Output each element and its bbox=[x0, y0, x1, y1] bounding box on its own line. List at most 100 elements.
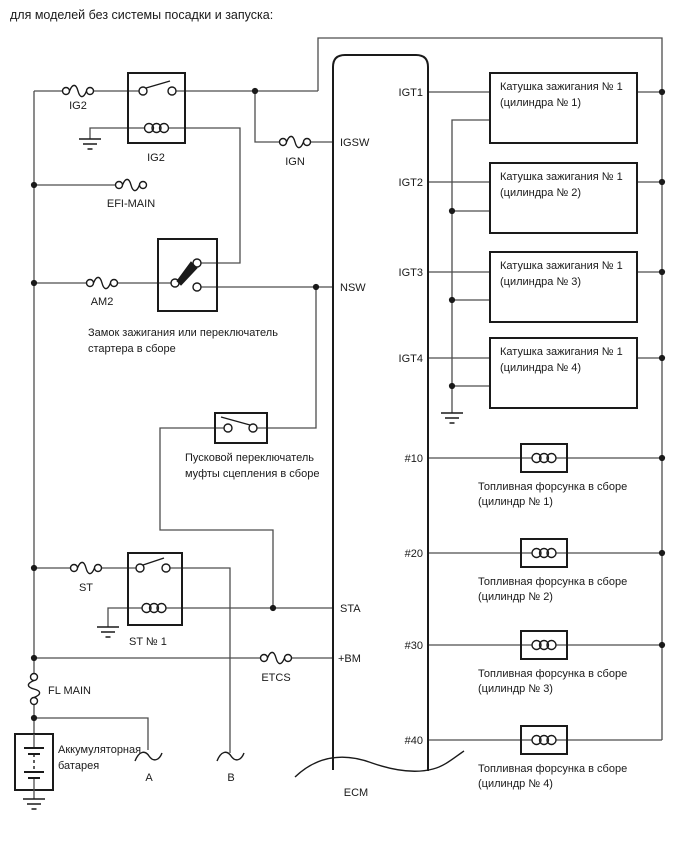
fuse-ig2-label: IG2 bbox=[69, 100, 87, 112]
coil-loop bbox=[158, 122, 170, 134]
fuse-wave bbox=[92, 276, 112, 290]
battery-label-1: Аккумуляторная bbox=[58, 744, 141, 756]
junction-dot bbox=[658, 178, 666, 186]
injector-coil-icon bbox=[531, 452, 557, 464]
ground-bars bbox=[23, 798, 45, 810]
ecm-pin-bm: +BM bbox=[338, 653, 361, 665]
fuse-st-label: ST bbox=[79, 582, 93, 594]
break-b-icon: B bbox=[216, 751, 245, 784]
coil-loop bbox=[531, 639, 542, 651]
ecm-label: ECM bbox=[344, 787, 368, 799]
battery: Аккумуляторная батарея bbox=[14, 733, 141, 799]
switch-blade bbox=[145, 80, 171, 89]
injector-label-2: (цилиндр № 4) bbox=[478, 778, 553, 790]
clutch-switch-label-2: муфты сцепления в сборе bbox=[185, 468, 319, 480]
coil-label-1: Катушка зажигания № 1 bbox=[500, 346, 623, 358]
coil-loop bbox=[538, 639, 550, 651]
ground-bars bbox=[441, 412, 463, 424]
ignition-switch: Замок зажигания или переключатель старте… bbox=[88, 238, 278, 355]
junction-dot bbox=[251, 87, 259, 95]
injector-box bbox=[520, 538, 568, 568]
ignition-switch-box bbox=[157, 238, 218, 312]
ground-icon bbox=[23, 798, 45, 810]
injector-label-2: (цилиндр № 3) bbox=[478, 683, 553, 695]
fuse-terminal bbox=[93, 563, 103, 573]
contact-circle bbox=[138, 86, 148, 96]
fuse-am2-label: AM2 bbox=[91, 296, 114, 308]
coil-loop bbox=[546, 734, 557, 746]
fuse-etcs-label: ETCS bbox=[261, 672, 290, 684]
break-wave bbox=[134, 751, 163, 762]
clutch-start-switch: Пусковой переключатель муфты сцепления в… bbox=[185, 412, 319, 480]
coil-box bbox=[489, 162, 638, 234]
coil-loop bbox=[531, 452, 542, 464]
coil-loop bbox=[546, 547, 557, 559]
ecm-pin-igsw: IGSW bbox=[340, 137, 370, 149]
fuse-wave bbox=[266, 651, 286, 665]
ground-bars bbox=[97, 626, 119, 638]
ecm-pin-inj4: #40 bbox=[405, 735, 423, 747]
ig2-relay-label: IG2 bbox=[147, 152, 165, 164]
ecm-pin-igt3: IGT3 bbox=[399, 267, 423, 279]
ecm-pin-inj2: #20 bbox=[405, 548, 423, 560]
fuse-terminal bbox=[85, 278, 95, 288]
coil-label-2: (цилиндра № 1) bbox=[500, 97, 581, 109]
junction-dot bbox=[658, 454, 666, 462]
junction-dot bbox=[30, 181, 38, 189]
contact-circle bbox=[135, 563, 145, 573]
fuse-terminal bbox=[61, 86, 71, 96]
coil-loop bbox=[538, 452, 550, 464]
coil-loop bbox=[156, 602, 167, 614]
battery-plate-long bbox=[24, 747, 44, 773]
injector-box bbox=[520, 630, 568, 660]
fuse-ig2-icon: IG2 bbox=[61, 84, 95, 112]
fuse-terminal bbox=[85, 86, 95, 96]
ignition-coil-4: Катушка зажигания № 1 (цилиндра № 4) bbox=[489, 337, 638, 409]
fuel-injector-3: Топливная форсунка в сборе (цилиндр № 3) bbox=[478, 630, 627, 695]
clutch-switch-box bbox=[214, 412, 268, 444]
fuse-terminal bbox=[29, 672, 39, 682]
ecm-break-wave bbox=[294, 750, 465, 778]
ground-icon bbox=[79, 138, 101, 150]
contact-circle bbox=[192, 258, 202, 268]
fuse-terminal bbox=[29, 696, 39, 706]
ecm-pin-inj3: #30 bbox=[405, 640, 423, 652]
coil-label-2: (цилиндра № 3) bbox=[500, 276, 581, 288]
injector-coil-icon bbox=[531, 547, 557, 559]
junction-dot bbox=[269, 604, 277, 612]
contact-circle bbox=[223, 423, 233, 433]
junction-dot bbox=[448, 296, 456, 304]
junction-dot bbox=[658, 549, 666, 557]
ground-icon bbox=[97, 626, 119, 638]
ecm: ECM IGSW NSW STA +BM IGT1 IGT2 IGT3 IGT4… bbox=[294, 54, 465, 799]
coil-box bbox=[489, 337, 638, 409]
junction-dot bbox=[312, 283, 320, 291]
st-relay-label: ST № 1 bbox=[129, 636, 167, 648]
ecm-pin-inj1: #10 bbox=[405, 453, 423, 465]
ignition-coil-1: Катушка зажигания № 1 (цилиндра № 1) bbox=[489, 72, 638, 144]
fuse-fl-main-label: FL MAIN bbox=[48, 685, 91, 697]
fuel-injector-2: Топливная форсунка в сборе (цилиндр № 2) bbox=[478, 538, 627, 603]
ecm-pin-igt4: IGT4 bbox=[399, 353, 423, 365]
coil-loop bbox=[141, 602, 152, 614]
coil-loop bbox=[531, 547, 542, 559]
switch-blade bbox=[142, 557, 165, 566]
contact-circle bbox=[192, 282, 202, 292]
ignition-switch-label-1: Замок зажигания или переключатель bbox=[88, 327, 278, 339]
fuse-efi-main-label: EFI-MAIN bbox=[107, 198, 155, 210]
clutch-switch-label-1: Пусковой переключатель bbox=[185, 452, 314, 464]
coil-label-1: Катушка зажигания № 1 bbox=[500, 81, 623, 93]
coil-box bbox=[489, 72, 638, 144]
fuse-st-icon: ST bbox=[69, 561, 103, 594]
fusible-link-fl-main-icon: FL MAIN bbox=[27, 672, 91, 706]
ecm-pin-nsw: NSW bbox=[340, 282, 366, 294]
fuse-efi-main-icon: EFI-MAIN bbox=[107, 178, 155, 210]
coil-loop bbox=[148, 602, 160, 614]
junction-dot bbox=[658, 268, 666, 276]
junction-dot bbox=[658, 354, 666, 362]
st-relay-box bbox=[127, 552, 183, 626]
fuse-terminal bbox=[259, 653, 269, 663]
break-wave bbox=[216, 751, 245, 762]
fuse-terminal bbox=[114, 180, 124, 190]
ignition-switch-label-2: стартера в сборе bbox=[88, 343, 176, 355]
